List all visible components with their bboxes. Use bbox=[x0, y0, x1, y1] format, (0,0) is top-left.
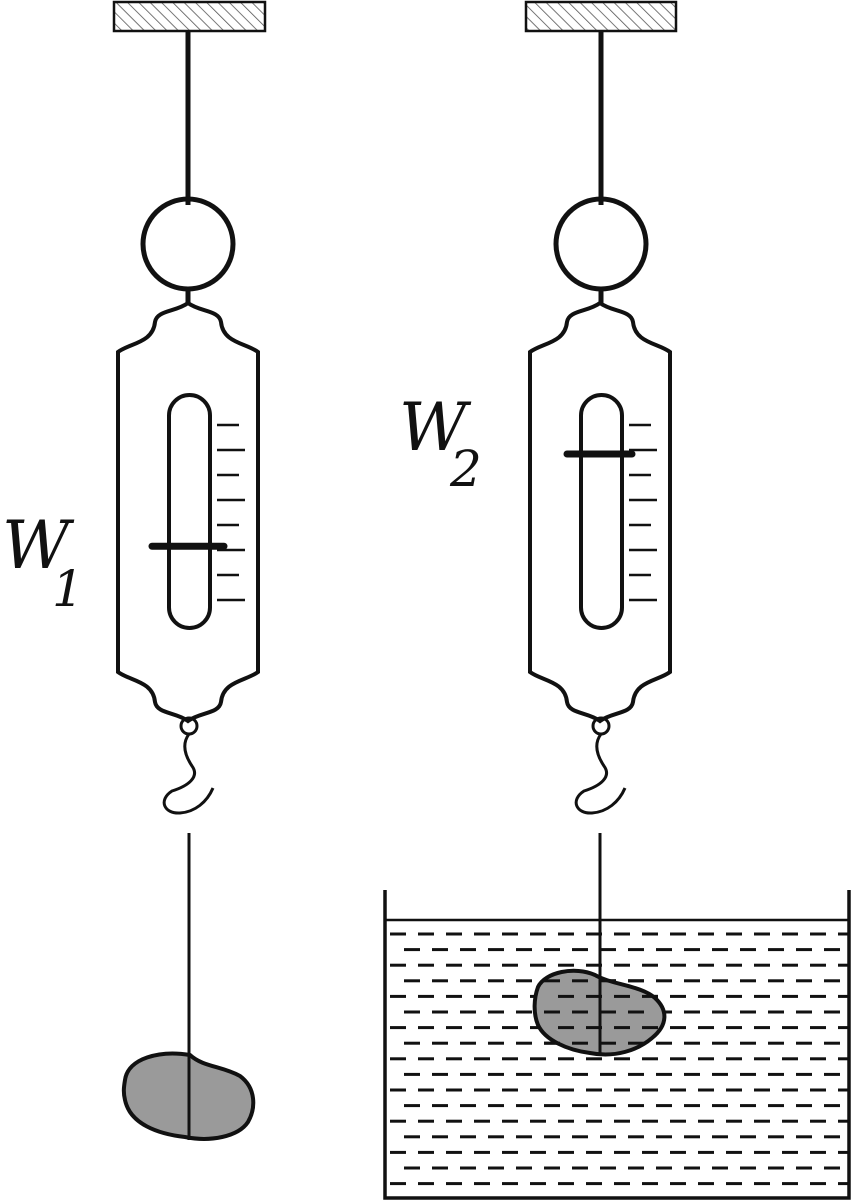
hook-icon bbox=[162, 733, 215, 815]
scale-in-air bbox=[112, 0, 267, 1141]
water-tank-icon bbox=[383, 890, 851, 1200]
water-surface-dashes bbox=[390, 932, 848, 1186]
hook-icon bbox=[574, 733, 627, 815]
top-ring bbox=[140, 196, 236, 292]
scale-slot bbox=[579, 393, 624, 630]
scale-ticks bbox=[629, 423, 657, 602]
water-over-stone-dashes bbox=[544, 979, 658, 1045]
w1-label: W bbox=[2, 507, 75, 584]
spring-scale-icon bbox=[116, 300, 260, 724]
w2-subscript: 2 bbox=[449, 440, 482, 498]
w1-subscript: 1 bbox=[52, 560, 84, 618]
top-ring bbox=[553, 196, 649, 292]
spring-scale-icon bbox=[528, 300, 672, 724]
scale-ticks bbox=[217, 423, 245, 602]
ceiling-mount-icon bbox=[524, 0, 678, 33]
scale-in-water bbox=[524, 0, 678, 1055]
tank-walls bbox=[383, 890, 851, 1200]
ceiling-mount-icon bbox=[112, 0, 267, 33]
scale-slot bbox=[167, 393, 212, 630]
w2-label: W bbox=[399, 389, 472, 466]
